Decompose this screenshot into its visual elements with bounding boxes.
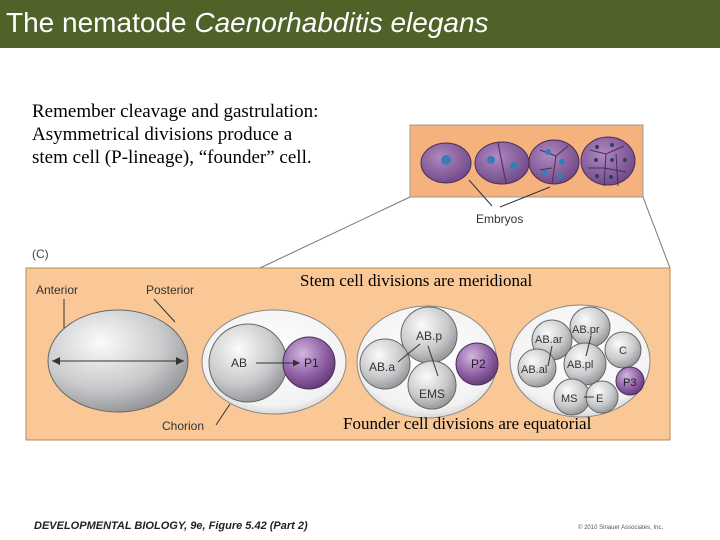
figure-citation: DEVELOPMENTAL BIOLOGY, 9e, Figure 5.42 (…	[34, 520, 308, 532]
cell-e-label: E	[596, 393, 603, 405]
cell-p3-label: P3	[623, 377, 636, 389]
body-line-1: Remember cleavage and gastrulation:	[32, 101, 319, 122]
panel-label: (C)	[32, 247, 49, 261]
slide-title: The nematode Caenorhabditis elegans	[6, 7, 489, 38]
embryos-photo: Embryos	[409, 124, 644, 226]
cell-aba	[359, 338, 411, 390]
equatorial-caption: Founder cell divisions are equatorial	[343, 414, 592, 433]
cell-c-label: C	[619, 345, 627, 357]
cell-abp-label: AB.p	[416, 329, 442, 343]
cell-p3	[615, 366, 645, 396]
cell-p1-label: P1	[304, 356, 319, 370]
meridional-caption: Stem cell divisions are meridional	[300, 271, 533, 290]
cell-p2-label: P2	[471, 357, 486, 371]
copyright: © 2010 Sinauer Associates, Inc.	[578, 525, 664, 531]
cell-abal-label: AB.al	[521, 364, 547, 376]
anterior-label: Anterior	[36, 283, 78, 297]
cell-abpl-label: AB.pl	[567, 359, 593, 371]
cell-aba-label: AB.a	[369, 360, 395, 374]
cell-ems-label: EMS	[419, 387, 445, 401]
cell-c	[604, 331, 642, 369]
chorion-label: Chorion	[162, 419, 204, 433]
cell-ms-label: MS	[561, 393, 578, 405]
cell-p2	[455, 342, 499, 386]
cell-ab-label: AB	[231, 356, 247, 370]
cell-ems	[407, 360, 457, 410]
title-bar: The nematode Caenorhabditis elegans	[0, 0, 720, 48]
cell-abal	[517, 348, 557, 388]
body-line-3: stem cell (P-lineage), “founder” cell.	[32, 147, 312, 168]
body-text: Remember cleavage and gastrulation: Asym…	[32, 100, 402, 169]
embryos-label: Embryos	[476, 212, 523, 226]
cell-abpr-label: AB.pr	[572, 324, 600, 336]
cell-abar-label: AB.ar	[535, 334, 563, 346]
posterior-label: Posterior	[146, 283, 194, 297]
body-line-2: Asymmetrical divisions produce a	[32, 124, 293, 145]
